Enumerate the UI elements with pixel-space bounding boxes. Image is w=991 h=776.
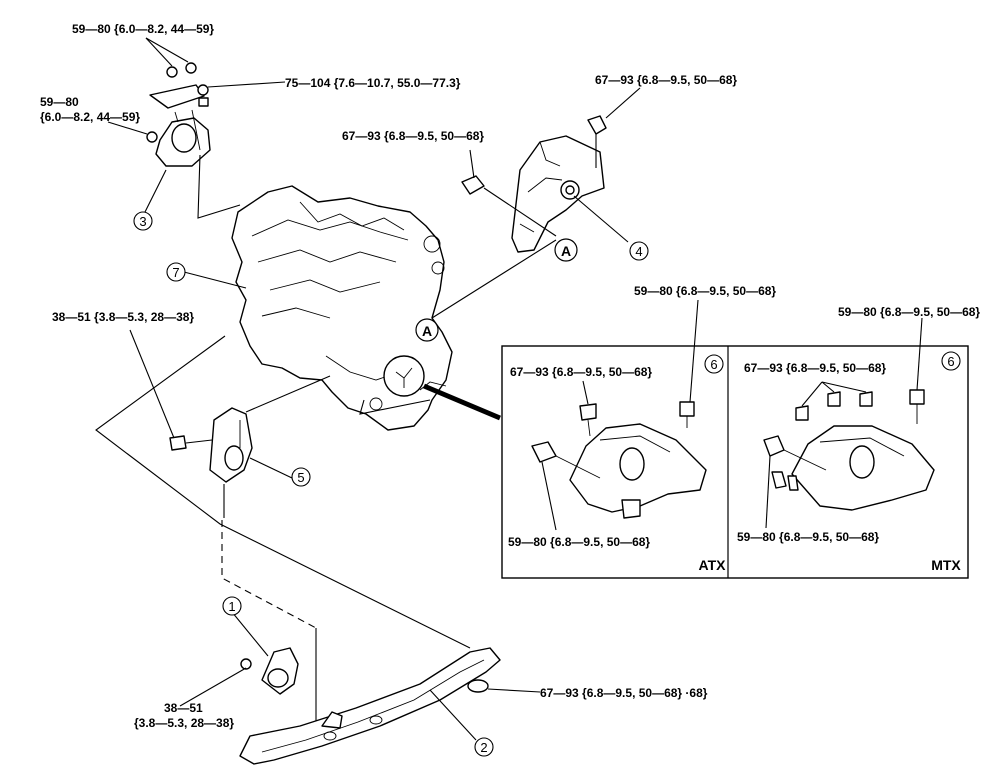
torque-label-mtx-top-bolt: 59—80 {6.8—9.5, 50—68} (838, 305, 980, 319)
svg-text:A: A (422, 323, 432, 339)
detail-reference-circle (383, 355, 425, 397)
svg-text:7: 7 (172, 265, 179, 280)
svg-text:6: 6 (710, 357, 717, 372)
torque-label-mount4-bolt: 67—93 {6.8—9.5, 50—68} (342, 129, 484, 143)
torque-label-crossmember-nut: 67—93 {6.8—9.5, 50—68} ·68} (540, 686, 708, 700)
torque-label-mount3-nuts: 59—80 {6.0—8.2, 44—59} (72, 22, 214, 36)
detail-panels-frame (501, 345, 969, 579)
torque-label-mount3-bolt-line2: {6.0—8.2, 44—59} (40, 110, 140, 124)
callout-6-mtx: 6 (941, 351, 961, 371)
torque-label-mount4-nut: 67—93 {6.8—9.5, 50—68} (595, 73, 737, 87)
engine-block (231, 185, 453, 431)
transmission-mount-5 (169, 407, 253, 483)
torque-label-mount3-bolt-line1: 59—80 (40, 95, 79, 109)
svg-text:1: 1 (228, 599, 235, 614)
torque-label-atx-top-bolt: 59—80 {6.8—9.5, 50—68} (634, 284, 776, 298)
callout-5: 5 (291, 467, 311, 487)
callout-6-atx: 6 (704, 354, 724, 374)
torque-label-mount3-through-bolt: 75—104 {7.6—10.7, 55.0—77.3} (285, 76, 461, 90)
svg-text:A: A (561, 243, 571, 259)
callout-3: 3 (133, 211, 153, 231)
torque-label-atx-nut: 67—93 {6.8—9.5, 50—68} (510, 365, 652, 379)
mtx-label: MTX (931, 557, 961, 573)
torque-label-mount1-nut-line2: {3.8—5.3, 28—38} (134, 716, 234, 730)
crossmember-2 (239, 647, 501, 765)
engine-mount-4-assembly (461, 115, 607, 253)
svg-text:6: 6 (947, 354, 954, 369)
torque-label-mtx-through-bolt: 59—80 {6.8—9.5, 50—68} (737, 530, 879, 544)
reference-a-engine: A (415, 318, 439, 342)
engine-mount-1 (240, 647, 299, 695)
torque-label-mount5-bolt: 38—51 {3.8—5.3, 28—38} (52, 310, 194, 324)
atx-mount-detail (531, 401, 707, 519)
callout-7: 7 (166, 262, 186, 282)
torque-label-mtx-bolts: 67—93 {6.8—9.5, 50—68} (744, 361, 886, 375)
svg-text:4: 4 (635, 244, 642, 259)
atx-label: ATX (699, 557, 727, 573)
callout-2: 2 (474, 737, 494, 757)
svg-text:2: 2 (480, 740, 487, 755)
callout-1: 1 (222, 596, 242, 616)
mtx-mount-detail (763, 389, 935, 511)
torque-label-atx-through-bolt: 59—80 {6.8—9.5, 50—68} (508, 535, 650, 549)
reference-a-mount: A (554, 238, 578, 262)
callout-4: 4 (629, 241, 649, 261)
svg-text:5: 5 (297, 470, 304, 485)
torque-label-mount1-nut-line1: 38—51 (164, 701, 203, 715)
engine-mount-3-assembly (146, 62, 211, 167)
svg-text:3: 3 (139, 214, 146, 229)
